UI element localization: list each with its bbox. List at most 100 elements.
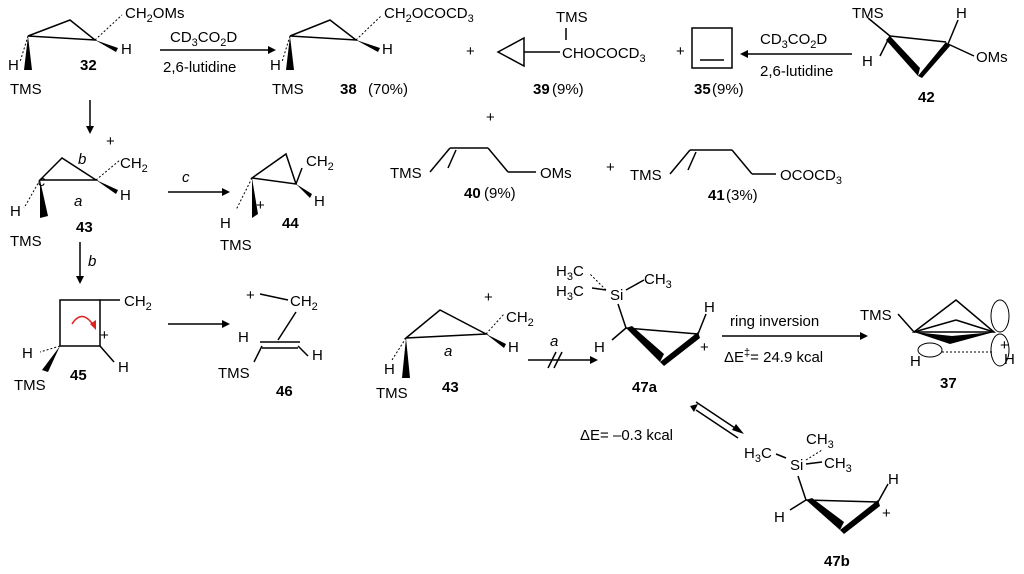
delta-e-label: ΔE= –0.3 kcal — [580, 427, 673, 444]
bond-label-b: b — [78, 151, 86, 168]
compound-label-35: 35 — [694, 81, 711, 98]
plus-sign: + — [466, 43, 475, 60]
ch2ococd3-group: CH2OCOCD3 — [384, 5, 474, 25]
ch2-group: CH2 — [506, 309, 534, 329]
ch3-group: CH3 — [644, 271, 672, 291]
compound-label-40: 40 — [464, 185, 481, 202]
compound-label-44: 44 — [282, 215, 299, 232]
tms-label: TMS — [630, 167, 662, 184]
h-label: H — [312, 347, 323, 364]
ch3-group: CH3 — [824, 455, 852, 475]
compound-43-second: + CH2 a H H TMS 43 — [376, 289, 534, 402]
compound-42: TMS H H OMs 42 — [852, 5, 1008, 106]
compound-label-38: 38 — [340, 81, 357, 98]
compound-47a: H3C H3C CH3 Si H H + 47a — [556, 263, 715, 396]
tms-label: TMS — [10, 81, 42, 98]
arrow-43-to-47a: a — [528, 333, 598, 369]
h-label: H — [1004, 351, 1015, 368]
yield-40: (9%) — [484, 185, 516, 202]
si-label: Si — [610, 287, 623, 304]
compound-label-41: 41 — [708, 187, 725, 204]
h-label: H — [238, 329, 249, 346]
reagent-base: 2,6-lutidine — [760, 63, 833, 80]
h-label: H — [594, 339, 605, 356]
charge-plus: + — [256, 197, 265, 214]
barrier-label: ΔE‡= 24.9 kcal — [724, 347, 823, 366]
compound-label-46: 46 — [276, 383, 293, 400]
arrow-42-to-35: CD3CO2D 2,6-lutidine — [740, 31, 852, 80]
h-label: H — [270, 57, 281, 74]
reagent-acid: CD3CO2D — [760, 31, 827, 51]
compound-label-42: 42 — [918, 89, 935, 106]
yield-38: (70%) — [368, 81, 408, 98]
charge-plus: + — [1000, 337, 1009, 354]
ch2-group: CH2 — [290, 293, 318, 313]
charge-plus: + — [106, 133, 115, 150]
ch2-group: CH2 — [124, 293, 152, 313]
tms-label: TMS — [390, 165, 422, 182]
h3c-group: H3C — [744, 445, 772, 465]
tms-label: TMS — [14, 377, 46, 394]
tms-label: TMS — [10, 233, 42, 250]
compound-45: CH2 + H H TMS 45 — [14, 293, 152, 394]
h-label: H — [120, 187, 131, 204]
h-label: H — [704, 299, 715, 316]
charge-plus: + — [100, 327, 109, 344]
arrow-32-to-43 — [86, 100, 94, 134]
bond-label-c: c — [38, 173, 46, 190]
h-label: H — [910, 353, 921, 370]
ch2-group: CH2 — [120, 155, 148, 175]
compound-label-47a: 47a — [632, 379, 658, 396]
compound-47b: CH3 CH3 H3C Si H H + 47b — [744, 431, 899, 570]
compound-41: TMS OCOCD3 41 (3%) — [630, 149, 842, 204]
compound-32: CH2OMs H H TMS 32 — [8, 5, 184, 98]
h-label: H — [774, 509, 785, 526]
si-label: Si — [790, 457, 803, 474]
oms-label: OMs — [540, 165, 572, 182]
ring-inversion-label: ring inversion — [730, 313, 819, 330]
charge-plus: + — [700, 339, 709, 356]
ococd3-group: OCOCD3 — [780, 167, 842, 187]
tms-label: TMS — [376, 385, 408, 402]
chococd3-group: CHOCOCD3 — [562, 45, 646, 65]
plus-sign: + — [486, 109, 495, 126]
yield-41: (3%) — [726, 187, 758, 204]
compound-label-39: 39 — [533, 81, 550, 98]
path-label-c: c — [182, 169, 190, 186]
compound-label-43: 43 — [76, 219, 93, 236]
arrow-43-to-44: c — [168, 169, 230, 196]
yield-35: (9%) — [712, 81, 744, 98]
compound-46: + CH2 H H TMS 46 — [218, 287, 323, 400]
compound-label-43-second: 43 — [442, 379, 459, 396]
compound-40: TMS OMs 40 (9%) — [390, 147, 572, 202]
oms-label: OMs — [976, 49, 1008, 66]
yield-39: (9%) — [552, 81, 584, 98]
h-label: H — [22, 345, 33, 362]
tms-label: TMS — [220, 237, 252, 254]
bond-label-a: a — [74, 193, 82, 210]
h-label: H — [956, 5, 967, 22]
h-label: H — [314, 193, 325, 210]
compound-44: CH2 + H H TMS 44 — [220, 152, 334, 254]
bond-label-a: a — [444, 343, 452, 360]
h-label: H — [220, 215, 231, 232]
arrow-47a-to-37: ring inversion ΔE‡= 24.9 kcal — [722, 313, 868, 366]
equilibrium-arrow: ΔE= –0.3 kcal — [580, 401, 744, 444]
arrow-32-to-38: CD3CO2D 2,6-lutidine — [160, 29, 276, 76]
reagent-base: 2,6-lutidine — [163, 59, 236, 76]
compound-39: TMS CHOCOCD3 39 (9%) — [496, 9, 646, 98]
arrow-43-to-45: b — [76, 242, 96, 284]
h-label: H — [118, 359, 129, 376]
h-label: H — [121, 41, 132, 58]
compound-label-32: 32 — [80, 57, 97, 74]
charge-plus: + — [246, 287, 255, 304]
arrow-45-to-46 — [168, 320, 230, 328]
compound-38: CH2OCOCD3 H H TMS 38 (70%) — [270, 5, 474, 98]
compound-37: TMS + H H 37 — [860, 299, 1015, 392]
compound-label-37: 37 — [940, 375, 957, 392]
plus-sign: + — [606, 159, 615, 176]
h-label: H — [382, 41, 393, 58]
compound-label-45: 45 — [70, 367, 87, 384]
h-label: H — [10, 203, 21, 220]
